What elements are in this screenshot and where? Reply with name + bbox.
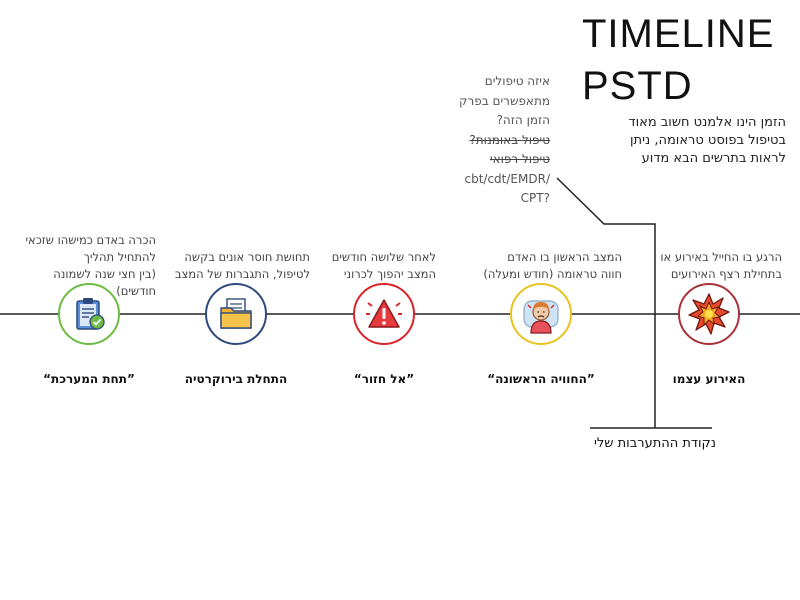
struck-option: טיפול באומנות?	[469, 132, 550, 147]
warning-icon	[366, 299, 402, 328]
stage-label: ”תחת המערכת“	[43, 372, 135, 386]
question-line: ?CPT	[520, 191, 550, 205]
stage-circle	[510, 283, 572, 345]
clipboard-check-icon	[76, 298, 105, 330]
stage-circle	[58, 283, 120, 345]
title-line: PSTD	[582, 64, 693, 108]
question-line: איזה טיפולים	[484, 74, 550, 88]
intro-line: לראות בתרשים הבא מדוע	[641, 151, 786, 166]
question-line: הזמן הזה?	[496, 113, 550, 127]
intro-line: הזמן הינו אלמנט חשוב מאוד	[628, 115, 786, 130]
title-line: TIMELINE	[582, 12, 775, 56]
stage-label: התחלת בירוקרטיה	[184, 372, 288, 386]
distressed-person-icon	[523, 300, 559, 334]
stage-circle	[678, 283, 740, 345]
intervention-point-label: נקודת ההתערבות שלי	[594, 436, 716, 451]
page-title: TIMELINE PSTD	[582, 8, 782, 112]
struck-option: טיפול רפואי	[489, 152, 550, 166]
stage-description: הכרה באדם כמישהו שזכאי להתחיל תהליך (בין…	[25, 233, 156, 298]
questions-connector	[556, 177, 656, 314]
question-line: מתאפשרים בפרק	[458, 93, 550, 108]
stage-description: לאחר שלושה חודשים המצב יהפוך לכרוני	[331, 250, 436, 281]
folder-icon	[220, 298, 252, 329]
intro-line: בטיפול בפוסט טראומה, ניתן	[630, 133, 786, 148]
explosion-icon	[688, 293, 730, 335]
stage-circle	[353, 283, 415, 345]
stage-circle	[205, 283, 267, 345]
question-line: /cbt/cdt/EMDR	[464, 171, 551, 186]
intro-text: הזמן הינו אלמנט חשוב מאוד בטיפול בפוסט ט…	[586, 114, 786, 168]
stage-description: הרגע בו החייל באירוע או בתחילת רצף האירו…	[660, 250, 782, 281]
therapy-questions: איזה טיפולים מתאפשרים בפרק הזמן הזה? טיפ…	[440, 72, 550, 209]
stage-label: ”החוויה הראשונה“	[487, 372, 595, 386]
stage-label: האירוע עצמו	[672, 372, 746, 386]
stage-description: המצב הראשון בו האדם חווה טראומה (חודש ומ…	[483, 250, 622, 281]
stage-label: ”אל חזור“	[353, 372, 415, 386]
stage-description: תחושת חוסר אונים בקשה לטיפול, התגברות של…	[174, 250, 310, 281]
